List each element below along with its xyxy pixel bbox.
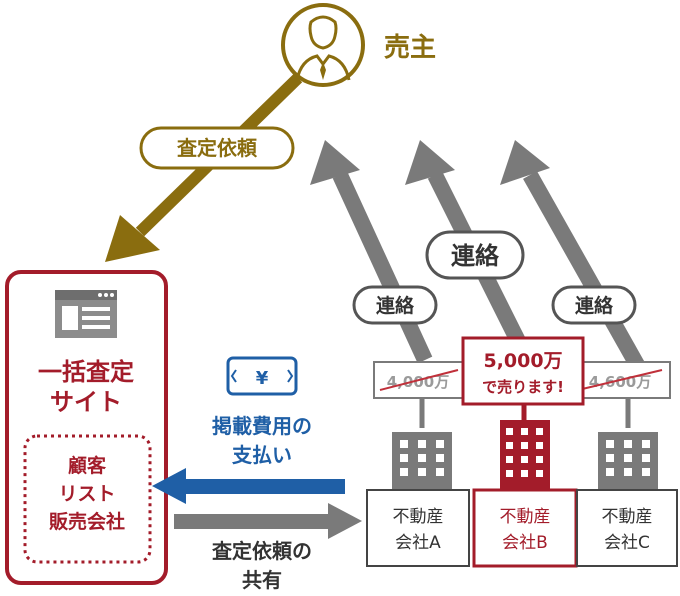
payment-arrow xyxy=(152,468,345,504)
company-b-line2: 会社B xyxy=(502,533,548,553)
building-a-icon xyxy=(392,432,452,490)
offer-b-line2: で売ります! xyxy=(482,378,564,396)
request-label: 査定依頼 xyxy=(177,136,258,160)
contact-pill-big: 連絡 xyxy=(425,230,525,280)
seller-avatar-icon xyxy=(281,3,365,87)
offer-c: 4,600万 xyxy=(569,361,671,399)
customer-list-line2: リスト xyxy=(58,483,115,505)
offer-c-price: 4,600万 xyxy=(589,373,651,391)
site-title-line1: 一括査定 xyxy=(38,358,134,386)
offer-a: 4,000万 xyxy=(373,361,475,399)
share-line2: 共有 xyxy=(242,568,282,592)
customer-list-box xyxy=(23,434,152,564)
seller-label: 売主 xyxy=(384,33,436,63)
svg-text:¥: ¥ xyxy=(256,368,269,389)
contact-pill-left: 連絡 xyxy=(352,285,438,325)
share-line1: 査定依頼の xyxy=(212,539,312,563)
site-title-line2: サイト xyxy=(50,388,122,416)
svg-text:連絡: 連絡 xyxy=(451,242,500,270)
customer-list-line1: 顧客 xyxy=(68,454,107,477)
company-a: 不動産 会社A xyxy=(366,489,470,567)
company-c-line2: 会社C xyxy=(604,533,650,553)
share-arrow xyxy=(174,503,362,539)
request-arrow xyxy=(105,73,303,262)
building-c-icon xyxy=(598,432,658,490)
svg-text:連絡: 連絡 xyxy=(575,294,614,317)
company-c: 不動産 会社C xyxy=(576,489,678,567)
svg-text:連絡: 連絡 xyxy=(376,294,415,317)
company-a-line2: 会社A xyxy=(395,533,441,553)
payment-line2: 支払い xyxy=(232,443,292,467)
contact-arrow-c xyxy=(500,140,647,374)
payment-line1: 掲載費用の xyxy=(212,414,312,438)
contact-pill-right: 連絡 xyxy=(551,285,637,325)
offer-b: 5,000万 で売ります! xyxy=(461,336,585,406)
company-b-line1: 不動産 xyxy=(500,507,551,527)
offer-b-line1: 5,000万 xyxy=(483,350,562,372)
company-b: 不動産 会社B xyxy=(472,488,578,568)
contact-arrow-a xyxy=(310,140,433,364)
building-b-icon xyxy=(500,420,550,490)
company-c-line1: 不動産 xyxy=(602,507,653,527)
yen-bill-icon: ¥ xyxy=(226,356,298,396)
offer-a-price: 4,000万 xyxy=(387,373,449,391)
request-pill: 査定依頼 xyxy=(139,126,295,170)
customer-list-line3: 販売会社 xyxy=(49,510,125,533)
website-icon xyxy=(55,290,117,338)
site-box xyxy=(5,270,168,585)
company-a-line1: 不動産 xyxy=(393,507,444,527)
